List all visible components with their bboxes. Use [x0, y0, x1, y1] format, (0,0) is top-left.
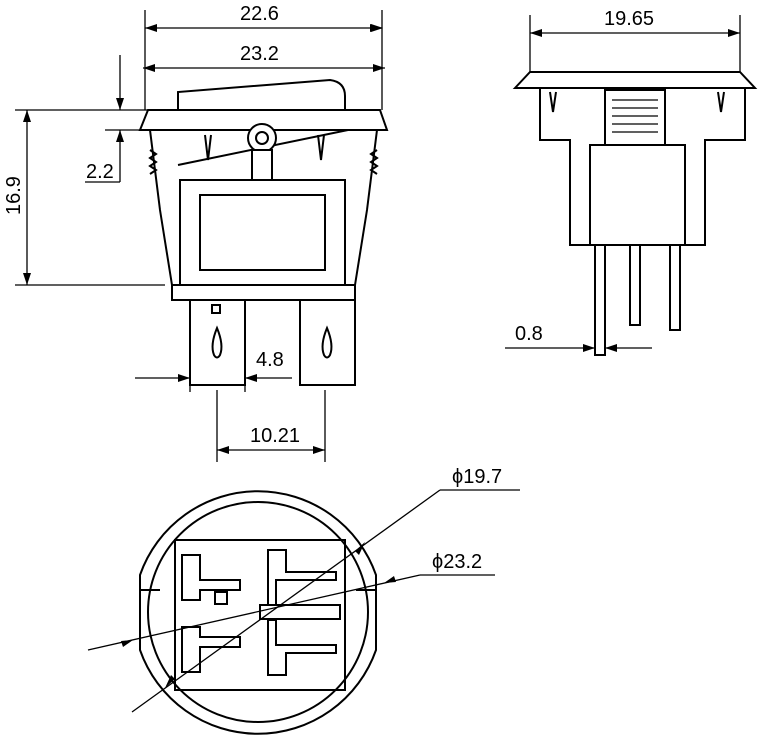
terminal-right [299, 299, 356, 386]
terminal-left [189, 299, 246, 386]
center-bar [259, 604, 341, 620]
pivot-stem [251, 149, 273, 181]
dim-label-2-2: 2.2 [86, 161, 114, 183]
arrowheads [116, 98, 124, 142]
inner-circle [147, 501, 369, 723]
leader-line-19-7 [131, 489, 441, 713]
side-view: 19.65 0.8 [505, 8, 758, 356]
snap-clip-teeth [148, 149, 379, 175]
dim-label-phi-23-2: ϕ23.2 [432, 551, 482, 573]
terminal-lower-right [267, 619, 337, 676]
side-ribs [612, 99, 658, 133]
dim-label-4-8: 4.8 [256, 349, 284, 371]
terminal-hole-right [321, 325, 333, 359]
side-flange [512, 71, 758, 89]
terminal-hole-left [211, 325, 223, 359]
lamp-window [199, 194, 326, 271]
dim-label-22-6: 22.6 [240, 3, 279, 25]
terminal-base [171, 284, 356, 301]
small-tab [214, 591, 228, 605]
front-view: 22.6 23.2 16.9 [3, 3, 389, 462]
dim-label-phi-19-7: ϕ19.7 [452, 466, 502, 488]
side-pin-3 [669, 244, 681, 331]
terminal-lower-left [181, 626, 241, 673]
side-pin-2 [629, 244, 641, 326]
dim-label-23-2: 23.2 [240, 43, 279, 65]
outer-circle [139, 490, 377, 735]
contact-springs [204, 134, 325, 161]
pivot-pin [255, 131, 269, 145]
dim-label-0-8: 0.8 [515, 323, 543, 345]
dim-label-16-9: 16.9 [3, 176, 25, 215]
arrowheads [217, 446, 325, 454]
bottom-view: ϕ19.7 ϕ23.2 [87, 466, 520, 735]
dim-label-10-21: 10.21 [250, 425, 300, 447]
pivot-circle [247, 123, 277, 153]
terminal-housing [174, 539, 346, 691]
housing-front [179, 179, 346, 286]
arrowheads [583, 344, 617, 352]
terminal-upper-left [181, 554, 241, 601]
side-clips [549, 91, 725, 113]
dim-label-19-65: 19.65 [604, 8, 654, 30]
side-pin-1 [594, 244, 606, 356]
terminal-tab [211, 304, 221, 314]
side-body [539, 87, 746, 246]
leader-line-23-2 [87, 574, 421, 651]
rocker-actuator [177, 78, 346, 111]
